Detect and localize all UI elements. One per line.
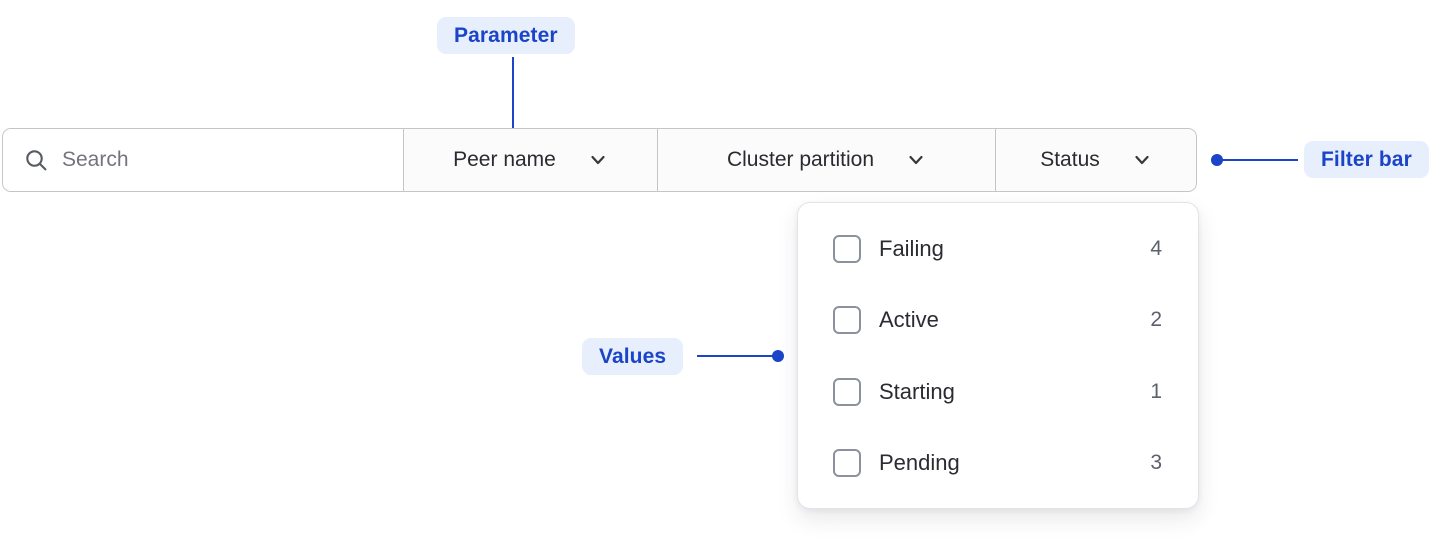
- values-annotation-badge: Values: [582, 338, 684, 375]
- filter-bar-annotation-badge: Filter bar: [1304, 141, 1429, 178]
- search-icon: [26, 149, 47, 170]
- values-connector-line: [697, 355, 773, 357]
- values-annotation-label: Values: [599, 344, 667, 368]
- chevron-down-icon: [906, 150, 926, 170]
- checkbox-starting[interactable]: [833, 377, 861, 406]
- dropdown-cluster-partition-label: Cluster partition: [726, 148, 875, 171]
- filter-bar-connector-line: [1219, 159, 1298, 161]
- chevron-down-icon: [588, 150, 608, 170]
- menu-item-label: Active: [879, 307, 939, 333]
- menu-item-failing[interactable]: Failing 4: [833, 213, 1162, 285]
- search-box[interactable]: [3, 129, 404, 191]
- checkbox-active[interactable]: [833, 306, 861, 335]
- menu-item-label: Failing: [879, 235, 944, 261]
- menu-item-active[interactable]: Active 2: [833, 285, 1162, 357]
- filter-bar-annotation-label: Filter bar: [1321, 147, 1412, 171]
- parameter-connector-line: [512, 57, 514, 137]
- menu-item-count: 4: [1150, 236, 1162, 260]
- checkbox-failing[interactable]: [833, 234, 861, 263]
- dropdown-peer-name-label: Peer name: [453, 148, 556, 171]
- dropdown-peer-name[interactable]: Peer name: [404, 129, 658, 191]
- parameter-annotation-badge: Parameter: [437, 17, 575, 54]
- menu-item-label: Starting: [879, 378, 955, 404]
- menu-item-count: 3: [1150, 451, 1162, 475]
- parameter-annotation-label: Parameter: [454, 23, 558, 47]
- filter-bar-connector-dot: [1211, 154, 1223, 166]
- menu-item-label: Pending: [879, 450, 960, 476]
- menu-item-count: 2: [1150, 308, 1162, 332]
- filter-bar: Peer name Cluster partition Status: [2, 128, 1197, 192]
- menu-item-count: 1: [1150, 379, 1162, 403]
- search-input[interactable]: [62, 148, 392, 172]
- dropdown-status[interactable]: Status: [996, 129, 1196, 191]
- menu-item-starting[interactable]: Starting 1: [833, 356, 1162, 428]
- values-connector-dot: [772, 350, 784, 362]
- checkbox-pending[interactable]: [833, 449, 861, 478]
- menu-item-pending[interactable]: Pending 3: [833, 428, 1162, 500]
- dropdown-status-label: Status: [1040, 148, 1100, 171]
- chevron-down-icon: [1132, 150, 1152, 170]
- dropdown-cluster-partition[interactable]: Cluster partition: [658, 129, 996, 191]
- status-dropdown-menu: Failing 4 Active 2 Starting 1 Pending 3: [797, 202, 1199, 509]
